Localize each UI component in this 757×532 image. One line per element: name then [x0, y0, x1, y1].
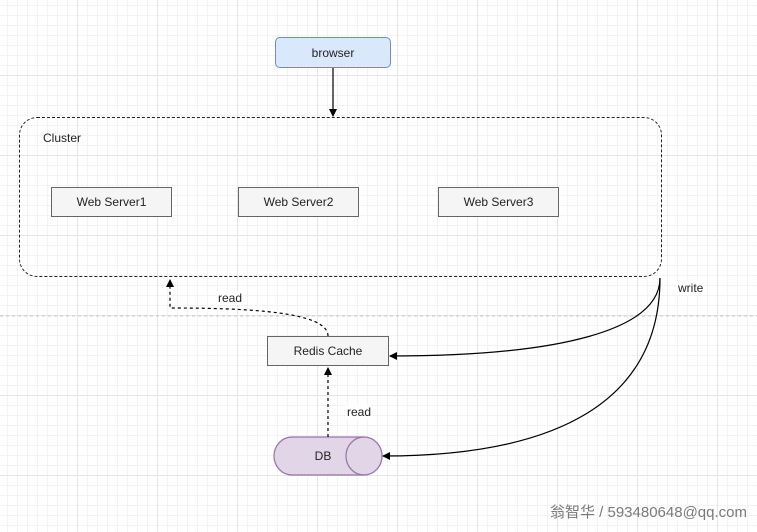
edge-cluster-write-to-db	[382, 277, 661, 460]
db-label: DB	[314, 449, 332, 463]
watermark: 翁智华 / 593480648@qq.com	[550, 504, 747, 521]
redis-cache-label: Redis Cache	[293, 344, 363, 358]
browser-node[interactable]: browser	[275, 37, 391, 68]
web-server-3-label: Web Server3	[463, 195, 534, 209]
browser-label: browser	[311, 45, 355, 60]
edge-cluster-write-to-cache	[389, 277, 661, 360]
edge-cache-read-to-cluster	[166, 279, 329, 337]
web-server-1[interactable]: Web Server1	[51, 187, 172, 217]
edge-label-db-read: read	[346, 405, 373, 419]
cluster-label: Cluster	[43, 131, 82, 145]
edge-label-cache-read: read	[217, 291, 244, 305]
cluster-container[interactable]	[19, 117, 662, 277]
redis-cache-node[interactable]: Redis Cache	[267, 336, 389, 366]
web-server-2-label: Web Server2	[263, 195, 334, 209]
db-node[interactable]: DB	[278, 437, 368, 475]
web-server-3[interactable]: Web Server3	[438, 187, 559, 217]
web-server-2[interactable]: Web Server2	[238, 187, 359, 217]
edge-label-write: write	[677, 281, 705, 295]
web-server-1-label: Web Server1	[76, 195, 147, 209]
